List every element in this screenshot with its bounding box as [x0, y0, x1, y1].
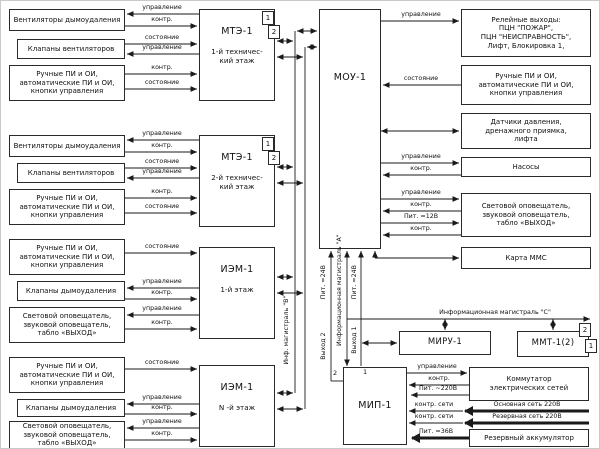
module-name: ИЭМ-1 [220, 264, 254, 275]
pumps-box: Насосы [461, 157, 591, 177]
edge-label-monitor: контр. [151, 188, 173, 195]
module-tag-1: 1 [585, 339, 597, 353]
manual-auto-detectors-box-5: Ручные ПИ и ОИ, автоматические ПИ и ОИ, … [461, 65, 591, 105]
smoke-valves-box-1: Клапаны дымоудаления [17, 281, 125, 301]
edge-label-monitor: контр. [151, 64, 173, 71]
module-tag-2: 2 [268, 151, 280, 165]
main-mains-label: Основная сеть 220В [493, 401, 561, 408]
edge-label-state: состояние [144, 203, 180, 210]
edge-label-monitor: контр. [410, 201, 432, 208]
edge-label-control: управление [142, 4, 182, 11]
smoke-exhaust-fans-box-2: Вентиляторы дымоудаления [9, 135, 125, 157]
edge-label-power-24v: Пит. =24В [319, 265, 327, 300]
edge-label-control: управление [142, 168, 182, 175]
edge-label-control: управление [142, 394, 182, 401]
edge-label-monitor: контр. [428, 375, 450, 382]
edge-label-power-12v: Пит. =12В [403, 213, 439, 220]
mip-output-2-tag: 2 [333, 369, 338, 377]
edge-label-control: управление [142, 305, 182, 312]
mip-output-1-label: Выход 1 [350, 326, 358, 354]
edge-label-power-24v: Пит. =24В [350, 265, 358, 300]
edge-label-monitor: контр. [151, 319, 173, 326]
light-sound-annunciator-box-3: Световой оповещатель, звуковой оповещате… [461, 193, 591, 237]
mmc-card-box: Карта ММС [461, 247, 591, 269]
manual-auto-detectors-box-3: Ручные ПИ и ОИ, автоматические ПИ и ОИ, … [9, 239, 125, 275]
edge-label-control: управление [142, 278, 182, 285]
edge-label-mains-monitor: контр. сети [414, 401, 454, 408]
fan-valves-box-1: Клапаны вентиляторов [17, 39, 125, 59]
edge-label-control: управление [401, 11, 441, 18]
edge-label-power-36v: Пит. =36В [418, 428, 454, 435]
relay-outputs-box: Релейные выходы: ПЦН "ПОЖАР", ПЦН "НЕИСП… [461, 9, 591, 57]
module-name: МТЭ-1 [221, 152, 253, 163]
module-tag-2: 2 [268, 25, 280, 39]
fan-valves-box-2: Клапаны вентиляторов [17, 163, 125, 183]
edge-label-state: состояние [144, 79, 180, 86]
module-subtitle: 1-й этаж [220, 284, 254, 294]
edge-label-control: управление [142, 130, 182, 137]
bus-c-label: Информационная магистраль "С" [439, 309, 551, 316]
edge-label-control: управление [417, 363, 457, 370]
manual-auto-detectors-box-1: Ручные ПИ и ОИ, автоматические ПИ и ОИ, … [9, 65, 125, 101]
edge-label-state: состояние [144, 34, 180, 41]
module-name: МИРУ-1 [427, 337, 463, 348]
module-miru1: МИРУ-1 [399, 331, 491, 355]
edge-label-monitor: контр. [151, 16, 173, 23]
manual-auto-detectors-box-4: Ручные ПИ и ОИ, автоматические ПИ и ОИ, … [9, 357, 125, 393]
edge-label-state: состояние [403, 75, 439, 82]
module-name: МИП-1 [358, 399, 392, 411]
light-sound-annunciator-box-2: Световой оповещатель, звуковой оповещате… [9, 421, 125, 448]
edge-label-monitor: контр. [151, 430, 173, 437]
module-name: МОУ-1 [333, 72, 367, 83]
module-tag-1: 1 [262, 11, 274, 25]
smoke-valves-box-2: Клапаны дымоудаления [17, 399, 125, 417]
edge-label-control: управление [401, 153, 441, 160]
module-subtitle: N -й этаж [218, 402, 256, 412]
edge-label-monitor: контр. [151, 142, 173, 149]
backup-battery-box: Резервный аккумулятор [469, 429, 589, 447]
module-tag-1: 1 [262, 137, 274, 151]
edge-label-monitor: контр. [151, 404, 173, 411]
smoke-exhaust-fans-box-1: Вентиляторы дымоудаления [9, 9, 125, 31]
light-sound-annunciator-box-1: Световой оповещатель, звуковой оповещате… [9, 307, 125, 343]
module-mmt1: ММТ-1(2) [517, 331, 589, 357]
edge-label-state: состояние [144, 158, 180, 165]
module-name: ИЭМ-1 [220, 382, 254, 393]
module-tag-2: 2 [579, 323, 591, 337]
bus-b-label: Инф. магистраль "В" [282, 295, 290, 365]
module-mip1: МИП-1 [343, 367, 407, 445]
module-subtitle: 2-й техничес- кий этаж [211, 172, 263, 191]
edge-label-mains-monitor: контр. сети [414, 413, 454, 420]
edge-label-control: управление [142, 418, 182, 425]
mip-output-1-tag: 1 [363, 368, 368, 376]
mip-output-2-label: Выход 2 [319, 332, 327, 360]
module-subtitle: 1-й техничес- кий этаж [211, 46, 263, 65]
module-name: ММТ-1(2) [531, 338, 575, 349]
bus-a-label: Информационная магистраль "А" [335, 234, 343, 346]
module-name: МТЭ-1 [221, 26, 253, 37]
edge-label-monitor: контр. [410, 165, 432, 172]
manual-auto-detectors-box-2: Ручные ПИ и ОИ, автоматические ПИ и ОИ, … [9, 189, 125, 225]
edge-label-control: управление [401, 189, 441, 196]
reserve-mains-label: Резервная сеть 220В [492, 413, 562, 420]
edge-label-power-220v: Пит. ~220В [418, 385, 458, 392]
edge-label-monitor: контр. [410, 225, 432, 232]
module-iem1-a: ИЭМ-1 1-й этаж [199, 247, 275, 339]
module-iem1-b: ИЭМ-1 N -й этаж [199, 365, 275, 447]
edge-label-state: состояние [144, 359, 180, 366]
module-mou1: МОУ-1 [319, 9, 381, 249]
power-network-switch-box: Коммутатор электрических сетей [469, 367, 589, 401]
edge-label-monitor: контр. [151, 289, 173, 296]
edge-label-state: состояние [144, 243, 180, 250]
edge-label-control: управление [142, 44, 182, 51]
pressure-sensors-box: Датчики давления, дренажного приямка, ли… [461, 113, 591, 149]
